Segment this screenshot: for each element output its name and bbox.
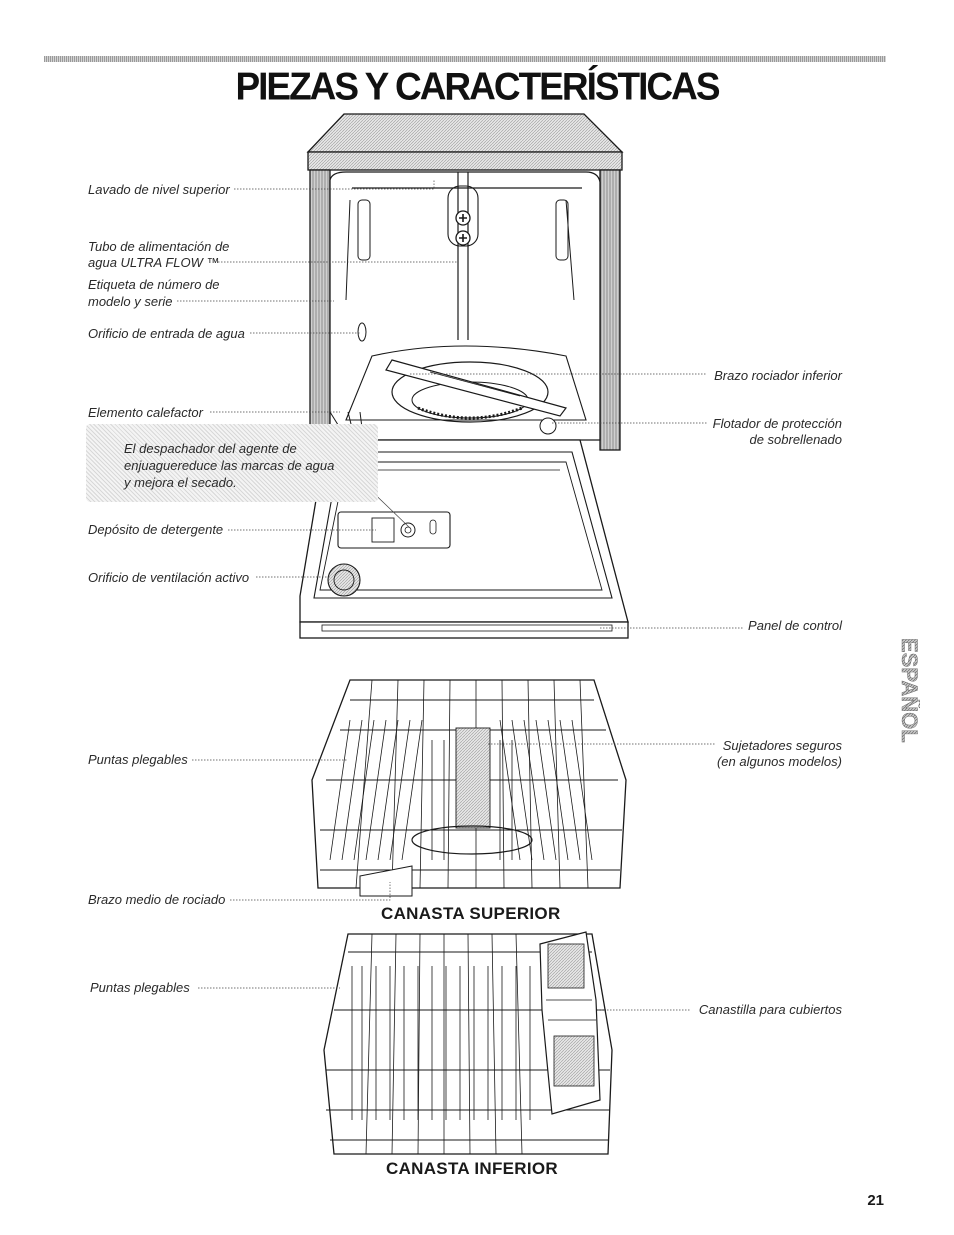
label-panel-control: Panel de control	[748, 618, 842, 633]
lower-rack-title: CANASTA INFERIOR	[386, 1159, 558, 1178]
water-feed-tube	[457, 172, 469, 340]
lower-rack-leader-lines	[198, 987, 690, 1011]
label-lavado-nivel-superior: Lavado de nivel superior	[88, 182, 230, 197]
lower-spray-base	[391, 361, 549, 423]
active-vent	[327, 563, 361, 597]
label-brazo-medio: Brazo medio de rociado	[88, 892, 226, 907]
mid-spray-arm	[359, 865, 413, 897]
label-etiqueta-line2: modelo y serie	[88, 294, 173, 309]
side-tab-text: ESPAÑOL	[898, 638, 920, 743]
label-sujetadores-line1: Sujetadores seguros	[722, 738, 842, 753]
label-puntas-plegables-superior: Puntas plegables	[88, 752, 188, 767]
page-title: PIEZAS Y CARACTERÍSTICAS	[235, 64, 720, 108]
label-deposito-detergente: Depósito de detergente	[88, 522, 224, 537]
label-flotador-line1: Flotador de protección	[712, 416, 842, 431]
label-tubo-line2: agua ULTRA FLOW ™	[88, 255, 220, 270]
right-side-panel	[599, 169, 621, 451]
upper-rack-title: CANASTA SUPERIOR	[381, 904, 561, 923]
label-tubo-line1: Tubo de alimentación de	[88, 239, 230, 254]
lower-rack-frame	[323, 933, 613, 1155]
label-flotador-line2: de sobrellenado	[749, 432, 842, 447]
label-orificio-entrada: Orificio de entrada de agua	[88, 326, 245, 341]
upper-rack-frame	[311, 679, 627, 889]
dishwasher-top	[306, 113, 624, 153]
rinse-aid-callout	[86, 424, 378, 502]
tub-floor	[345, 345, 587, 421]
left-side-panel	[309, 169, 331, 431]
label-canastilla-cubiertos: Canastilla para cubiertos	[698, 1002, 842, 1017]
label-elemento-calefactor: Elemento calefactor	[88, 405, 203, 420]
dishwasher-top-edge	[307, 151, 623, 171]
secure-clips	[455, 727, 491, 829]
label-brazo-rociador-inferior: Brazo rociador inferior	[714, 368, 842, 383]
dishwasher-illustration	[299, 113, 629, 639]
language-side-tab: ESPAÑOL	[898, 638, 920, 743]
water-inlet	[357, 322, 367, 342]
lower-rack-illustration	[323, 931, 613, 1155]
page-number: 21	[867, 1192, 884, 1209]
upper-rack-illustration	[311, 679, 627, 897]
control-panel	[299, 621, 629, 639]
label-sujetadores-line2: (en algunos modelos)	[716, 754, 842, 769]
dishwasher-leader-lines	[177, 180, 744, 629]
upper-rack-leader-lines	[192, 743, 716, 901]
label-orificio-ventilacion: Orificio de ventilación activo	[88, 570, 250, 585]
label-puntas-plegables-inferior: Puntas plegables	[90, 980, 190, 995]
label-etiqueta-line1: Etiqueta de número de	[88, 277, 220, 292]
header-rule	[44, 56, 886, 62]
rinse-aid-callout-text: El despachador del agente de enjuaguered…	[124, 441, 335, 490]
